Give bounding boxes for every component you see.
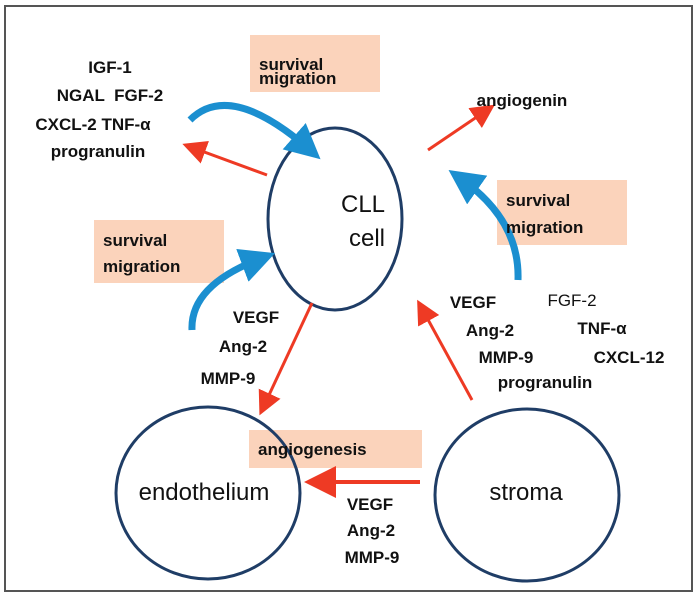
blue-arrow-right — [448, 169, 522, 281]
label-progranulin-right: progranulin — [498, 373, 592, 392]
endothelium-circle — [114, 405, 302, 581]
red-arrow-to-top-left — [182, 140, 268, 177]
label-angiogenin: angiogenin — [477, 91, 568, 110]
label-tnfa-right: TNF-α — [577, 319, 627, 338]
red-arrow-to-angiogenin — [427, 104, 495, 152]
blue-arrow-left — [188, 248, 276, 331]
label-igf1: IGF-1 — [88, 58, 131, 77]
box-left-line1: survival — [103, 231, 167, 250]
label-mmp9-right: MMP-9 — [479, 348, 534, 367]
label-vegf-right: VEGF — [450, 293, 496, 312]
label-fgf2-right: FGF-2 — [547, 291, 596, 310]
label-ang2-left: Ang-2 — [219, 337, 267, 356]
box-top-line1: survival — [259, 55, 323, 74]
box-survival-migration-top — [250, 35, 380, 92]
frame — [4, 5, 693, 592]
label-vegf-bottom: VEGF — [347, 495, 393, 514]
label-cxcl2-tnfa: CXCL-2 TNF-α — [35, 115, 151, 134]
box-right-line1: survival — [506, 191, 570, 210]
box-survival-migration-right — [497, 180, 627, 245]
red-arrow-stroma-to-cll — [417, 299, 474, 401]
box-right-line2: migration — [506, 218, 583, 237]
label-ang2-right: Ang-2 — [466, 321, 514, 340]
red-arrow-cll-to-endothelium — [258, 302, 314, 416]
label-ang2-bottom: Ang-2 — [347, 521, 395, 540]
label-ngal-fgf2: NGAL FGF-2 — [57, 86, 163, 105]
cll-cell-circle — [266, 126, 404, 312]
stroma-label: stroma — [489, 479, 563, 506]
endothelium-label: endothelium — [139, 479, 270, 506]
label-progranulin-top: progranulin — [51, 142, 145, 161]
label-cxcl12-right: CXCL-12 — [594, 348, 665, 367]
label-vegf-left: VEGF — [233, 308, 279, 327]
box-left-line2: migration — [103, 257, 180, 276]
label-mmp9-left: MMP-9 — [201, 369, 256, 388]
box-survival-migration-left — [94, 220, 224, 283]
box-angiogenesis-label: angiogenesis — [258, 440, 367, 459]
cll-label-line1: CLL — [341, 191, 385, 218]
blue-arrow-top — [187, 102, 321, 160]
label-mmp9-bottom: MMP-9 — [345, 548, 400, 567]
stroma-circle — [433, 407, 621, 583]
box-top-line2: migration — [259, 69, 336, 88]
cll-label-line2: cell — [349, 225, 385, 252]
